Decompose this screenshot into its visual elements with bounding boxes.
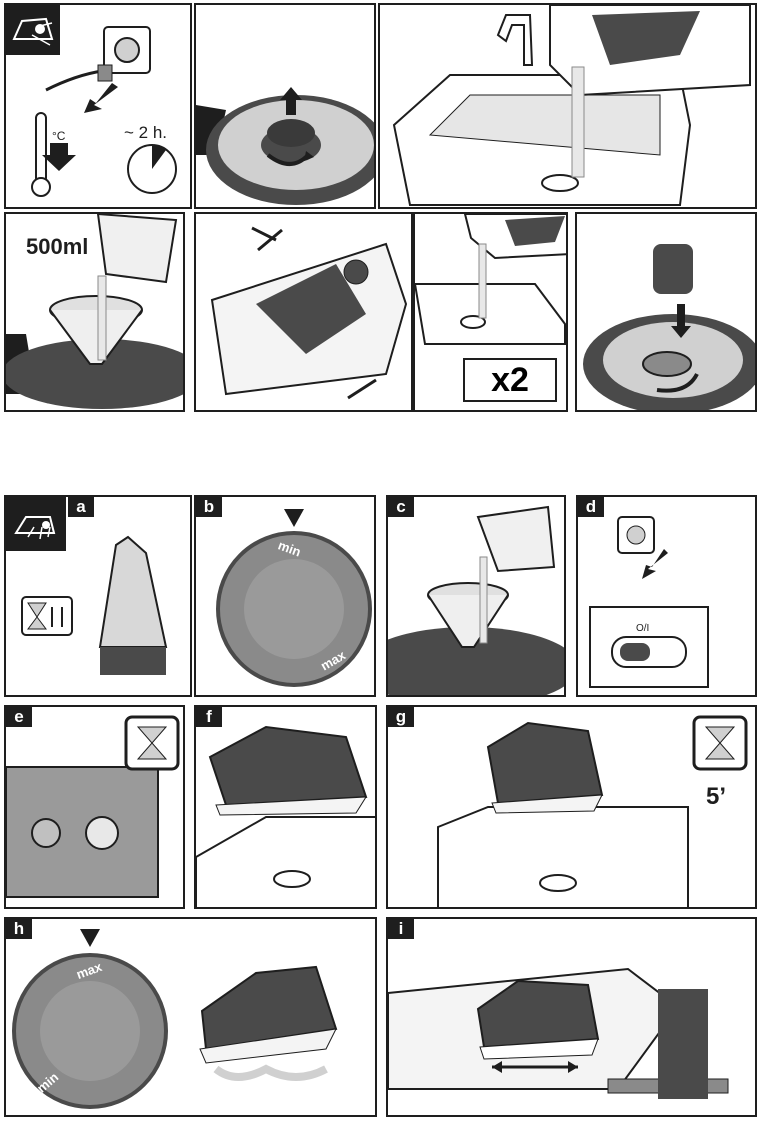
- step-letter-i: i: [388, 919, 414, 939]
- iron-over-sink-illustration: [196, 725, 375, 907]
- step-letter-a: a: [68, 497, 94, 517]
- panel-step-i: i: [386, 917, 757, 1117]
- fill-funnel-illustration: [388, 505, 564, 695]
- shake-illustration: [210, 226, 408, 400]
- arrow-up-icon: [280, 87, 302, 115]
- wait-time-label: 5’: [706, 783, 727, 810]
- panel-open-cap: [194, 3, 376, 209]
- ironing-illustration: [388, 967, 729, 1099]
- pointer-icon: [284, 509, 304, 527]
- close-cap-illustration: [583, 244, 755, 410]
- repeat-label: x2: [463, 358, 557, 402]
- time-label: ~ 2 h.: [124, 123, 168, 142]
- panel-rinse: x2: [413, 212, 568, 412]
- step-letter-g: g: [388, 707, 414, 727]
- dial-max-iron-illustration: [12, 929, 338, 1109]
- funnel-illustration: [6, 214, 183, 409]
- iron-steaming-over-sink-illustration: [437, 715, 748, 907]
- panel-step-e: e: [4, 705, 185, 909]
- iron-steaming-illustration: [21, 535, 168, 675]
- panel-step-a: a: [4, 495, 192, 697]
- panel-close-cap: [575, 212, 757, 412]
- step-letter-b: b: [196, 497, 222, 517]
- panel-step-h: h max min: [4, 917, 377, 1117]
- dial-min-illustration: [216, 509, 372, 687]
- thermometer-icon: [35, 112, 47, 184]
- unplug-illustration: [31, 26, 177, 197]
- step-letter-h: h: [6, 919, 32, 939]
- panel-step-c: c: [386, 495, 566, 697]
- open-cap-illustration: [196, 87, 374, 205]
- panel-step-b: b min max: [194, 495, 376, 697]
- volume-label: 500ml: [26, 234, 89, 259]
- panel-step-d: d O/I: [576, 495, 757, 697]
- arrow-icon: [642, 549, 668, 579]
- indicator-light-illustration: [6, 715, 180, 898]
- step-letter-f: f: [196, 707, 222, 727]
- arrow-icon: [84, 83, 118, 113]
- panel-unplug-cool: °C ~ 2 h.: [4, 3, 192, 209]
- empty-sink-illustration: [392, 5, 751, 206]
- switch-label: O/I: [636, 623, 650, 634]
- step-letter-c: c: [388, 497, 414, 517]
- panel-fill-500ml: 500ml: [4, 212, 185, 412]
- step-letter-d: d: [578, 497, 604, 517]
- rinse-illustration: [415, 214, 566, 345]
- panel-step-f: f: [194, 705, 377, 909]
- panel-step-g: g 5’: [386, 705, 757, 909]
- pointer-icon: [80, 929, 100, 947]
- ready-light-icon: [85, 816, 119, 850]
- double-arrow-icon: [492, 1061, 578, 1073]
- descaling-symbol-icon: [6, 5, 60, 55]
- panel-shake-base: [194, 212, 413, 412]
- plug-in-switch-on-illustration: [589, 516, 709, 688]
- steam-light-icon: [31, 818, 61, 848]
- arrow-down-icon: [671, 304, 691, 338]
- step-letter-e: e: [6, 707, 32, 727]
- auto-clean-symbol-icon: [6, 497, 66, 551]
- panel-empty-sink: [378, 3, 757, 209]
- temp-unit: °C: [52, 129, 66, 143]
